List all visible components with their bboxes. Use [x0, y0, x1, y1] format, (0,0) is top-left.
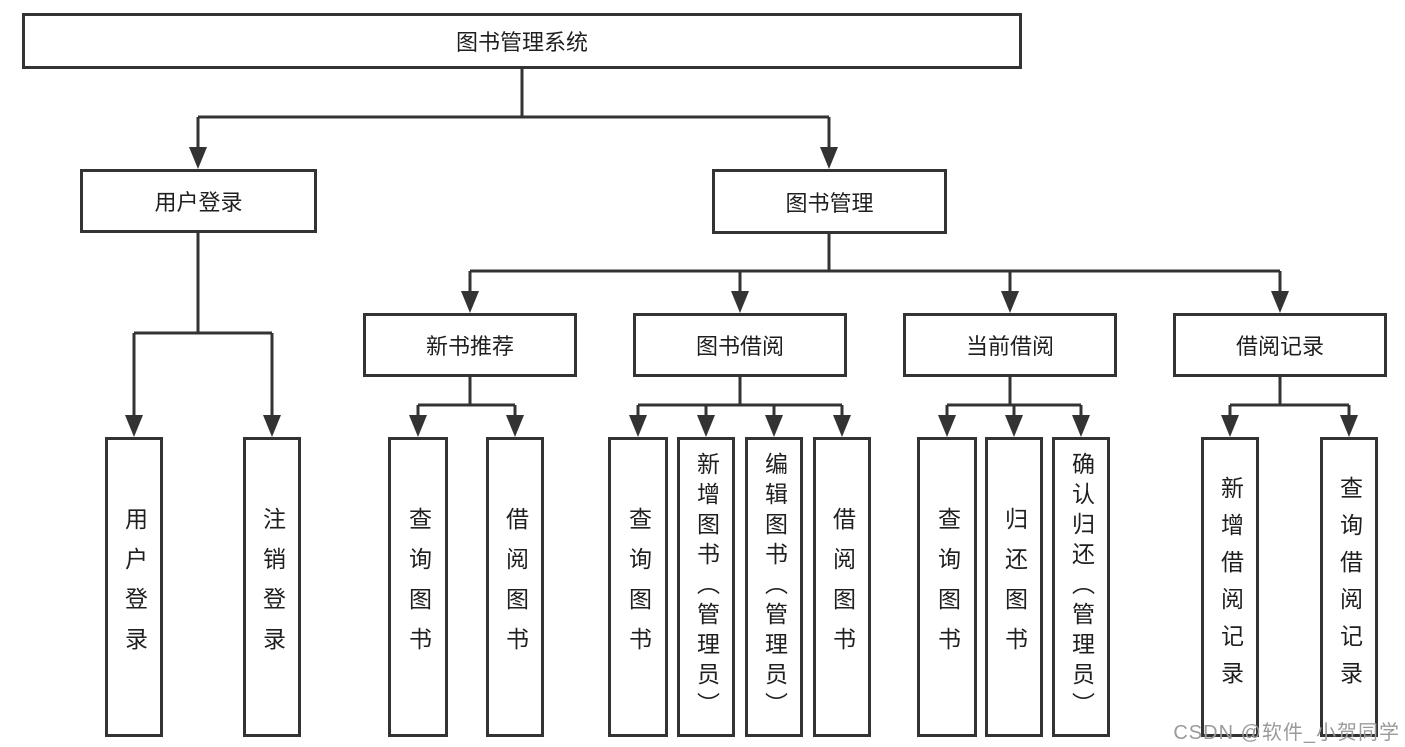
arrowhead-icons	[125, 147, 1358, 437]
node-label: 借阅图书	[829, 507, 856, 667]
leaf-logout: 注销登录	[243, 437, 301, 737]
node-label: 借阅记录	[1235, 334, 1324, 359]
node-label: 查询图书	[405, 507, 432, 667]
node-label: 查询借阅记录	[1336, 476, 1363, 698]
node-label: 图书借阅	[695, 334, 784, 359]
node-label: 查询图书	[625, 507, 652, 667]
node-label: 归还图书	[1001, 507, 1028, 667]
node-label: 用户登录	[121, 507, 148, 667]
leaf-borrow-books: 借阅图书	[486, 437, 544, 737]
node-label: 确认归还（管理员）	[1068, 452, 1095, 722]
node-book-management: 图书管理	[712, 169, 947, 234]
node-borrow-records: 借阅记录	[1173, 313, 1387, 377]
leaf-borrow-books: 借阅图书	[813, 437, 871, 737]
csdn-watermark: CSDN @软件_小贺同学	[1173, 722, 1400, 744]
leaf-add-borrow-record: 新增借阅记录	[1201, 437, 1259, 737]
node-label: 借阅图书	[502, 507, 529, 667]
node-label: 新增借阅记录	[1217, 476, 1244, 698]
node-label: 图书管理	[785, 190, 874, 216]
node-label: 当前借阅	[965, 334, 1054, 359]
node-label: 查询图书	[934, 507, 961, 667]
leaf-confirm-return-admin: 确认归还（管理员）	[1052, 437, 1110, 737]
leaf-edit-book-admin: 编辑图书（管理员）	[745, 437, 803, 737]
node-book-borrowing: 图书借阅	[633, 313, 847, 377]
node-label: 编辑图书（管理员）	[761, 452, 788, 722]
node-label: 用户登录	[154, 190, 243, 215]
leaf-query-books: 查询图书	[608, 437, 668, 737]
leaf-return-books: 归还图书	[985, 437, 1043, 737]
node-label: 新增图书（管理员）	[693, 452, 720, 722]
node-library-management-system: 图书管理系统	[22, 13, 1022, 69]
node-label: 图书管理系统	[455, 30, 588, 55]
node-new-book-recommendation: 新书推荐	[363, 313, 577, 377]
node-label: 注销登录	[259, 507, 286, 667]
leaf-user-login: 用户登录	[105, 437, 163, 737]
leaf-query-books: 查询图书	[388, 437, 448, 737]
tree-edges	[132, 68, 1351, 419]
leaf-query-books: 查询图书	[917, 437, 977, 737]
node-current-borrowing: 当前借阅	[903, 313, 1117, 377]
node-label: 新书推荐	[425, 334, 514, 359]
node-user-login: 用户登录	[80, 169, 317, 233]
leaf-query-borrow-record: 查询借阅记录	[1320, 437, 1378, 737]
leaf-add-book-admin: 新增图书（管理员）	[677, 437, 735, 737]
